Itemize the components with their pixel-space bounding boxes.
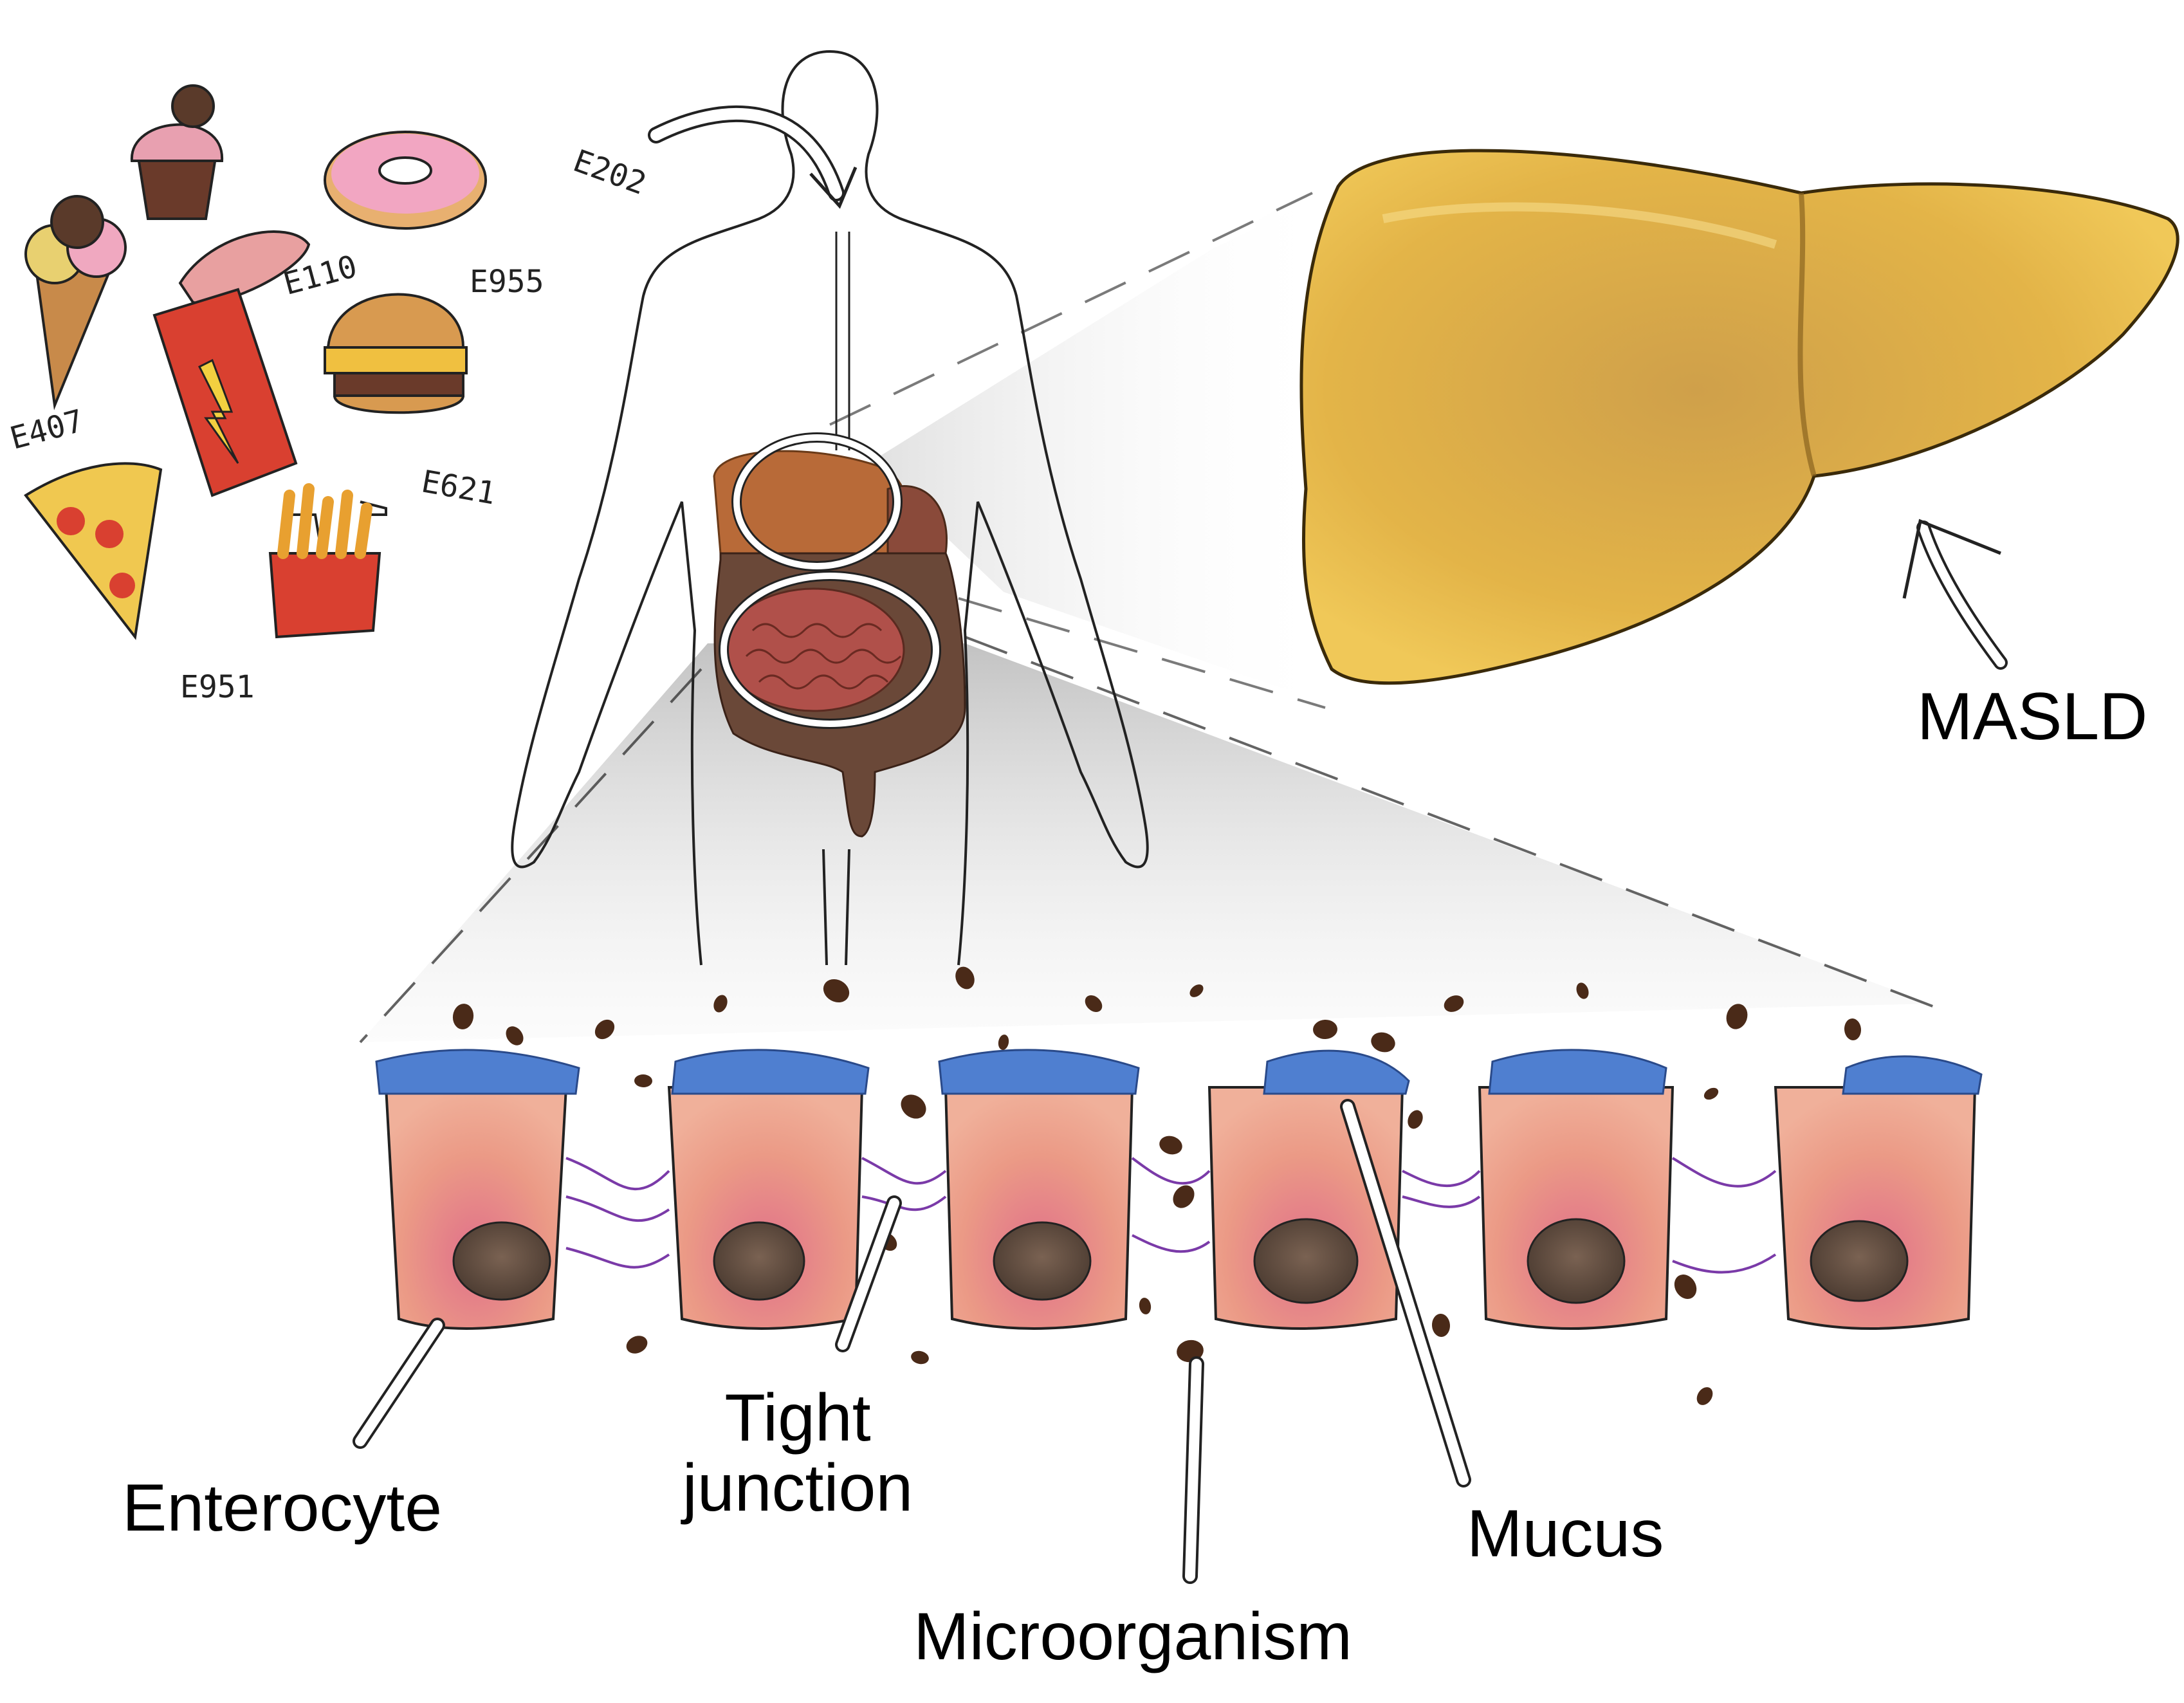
fatty-liver: [1299, 149, 2179, 685]
burger-icon: [324, 293, 468, 414]
internal-organs: [713, 432, 966, 838]
fries-icon: [268, 483, 387, 639]
masld-label: MASLD: [1917, 679, 2148, 754]
enterocyte-layer: [375, 1049, 1983, 1330]
microorganism-dot: [1173, 1185, 1195, 1208]
tight-junctions: [565, 1157, 1777, 1274]
microorganism-dot: [506, 1026, 524, 1045]
microorganism-dot: [1408, 1110, 1423, 1129]
microorganism-dot: [713, 995, 728, 1013]
enterocyte-cell: [1207, 1049, 1410, 1330]
microorganism-dot: [1431, 1314, 1451, 1337]
microorganism-dot: [911, 1350, 929, 1365]
microorganism-dot: [1371, 1032, 1395, 1053]
tight-junction-label-line2: junction: [682, 1451, 913, 1526]
tight-junction-label: Tight junction: [663, 1383, 933, 1523]
microorganisms: [452, 966, 1862, 1405]
mucus-label: Mucus: [1467, 1496, 1664, 1571]
enterocyte-cell: [1478, 1049, 1675, 1330]
microorganism-label: Microorganism: [913, 1599, 1352, 1674]
donut-icon: [324, 131, 487, 230]
microorganism-dot: [1703, 1087, 1719, 1100]
additive-code-e955: E955: [470, 264, 544, 300]
microorganism-dot: [998, 1035, 1009, 1050]
enterocyte-cell: [375, 1049, 580, 1330]
masld-arrow: [1902, 519, 2008, 670]
enterocyte-label: Enterocyte: [122, 1471, 443, 1545]
soda-can-icon: [152, 288, 298, 497]
microorganism-dot: [1844, 1018, 1862, 1040]
microorganism-dot: [1313, 1019, 1337, 1040]
microorganism-dot: [626, 1336, 648, 1354]
human-silhouette: [511, 50, 1149, 966]
microorganism-dot: [1189, 984, 1204, 997]
zoom-cone-liver: [827, 187, 1338, 709]
microorganism-dot: [1444, 995, 1464, 1012]
enterocyte-cell: [938, 1049, 1140, 1330]
microorganism-dot: [955, 966, 975, 990]
label-arrows: [353, 1099, 1471, 1584]
microorganism-dot: [901, 1094, 926, 1119]
microorganism-dot: [634, 1074, 652, 1088]
pizza-icon: [24, 462, 163, 640]
microorganism-dot: [452, 1004, 474, 1029]
microorganism-dot: [594, 1019, 615, 1040]
microorganism-dot: [1139, 1298, 1152, 1314]
ingestion-arrow: [648, 105, 858, 209]
microorganism-dot: [823, 979, 850, 1003]
cupcake-icon: [130, 84, 224, 220]
enterocyte-cell: [1774, 1055, 1983, 1330]
ice-cream-icon: [24, 195, 127, 410]
tight-junction-label-line1: Tight: [724, 1381, 871, 1455]
microorganism-dot: [1726, 1004, 1748, 1029]
microorganism-dot: [1674, 1275, 1697, 1299]
additive-code-e951: E951: [180, 669, 255, 705]
microorganism-dot: [1159, 1136, 1182, 1155]
enterocyte-cell: [667, 1049, 870, 1330]
zoom-cone-intestine: [359, 636, 1943, 1044]
microorganism-dot: [1576, 982, 1589, 999]
microorganism-dot: [1696, 1387, 1713, 1405]
microorganism-dot: [1085, 995, 1103, 1013]
